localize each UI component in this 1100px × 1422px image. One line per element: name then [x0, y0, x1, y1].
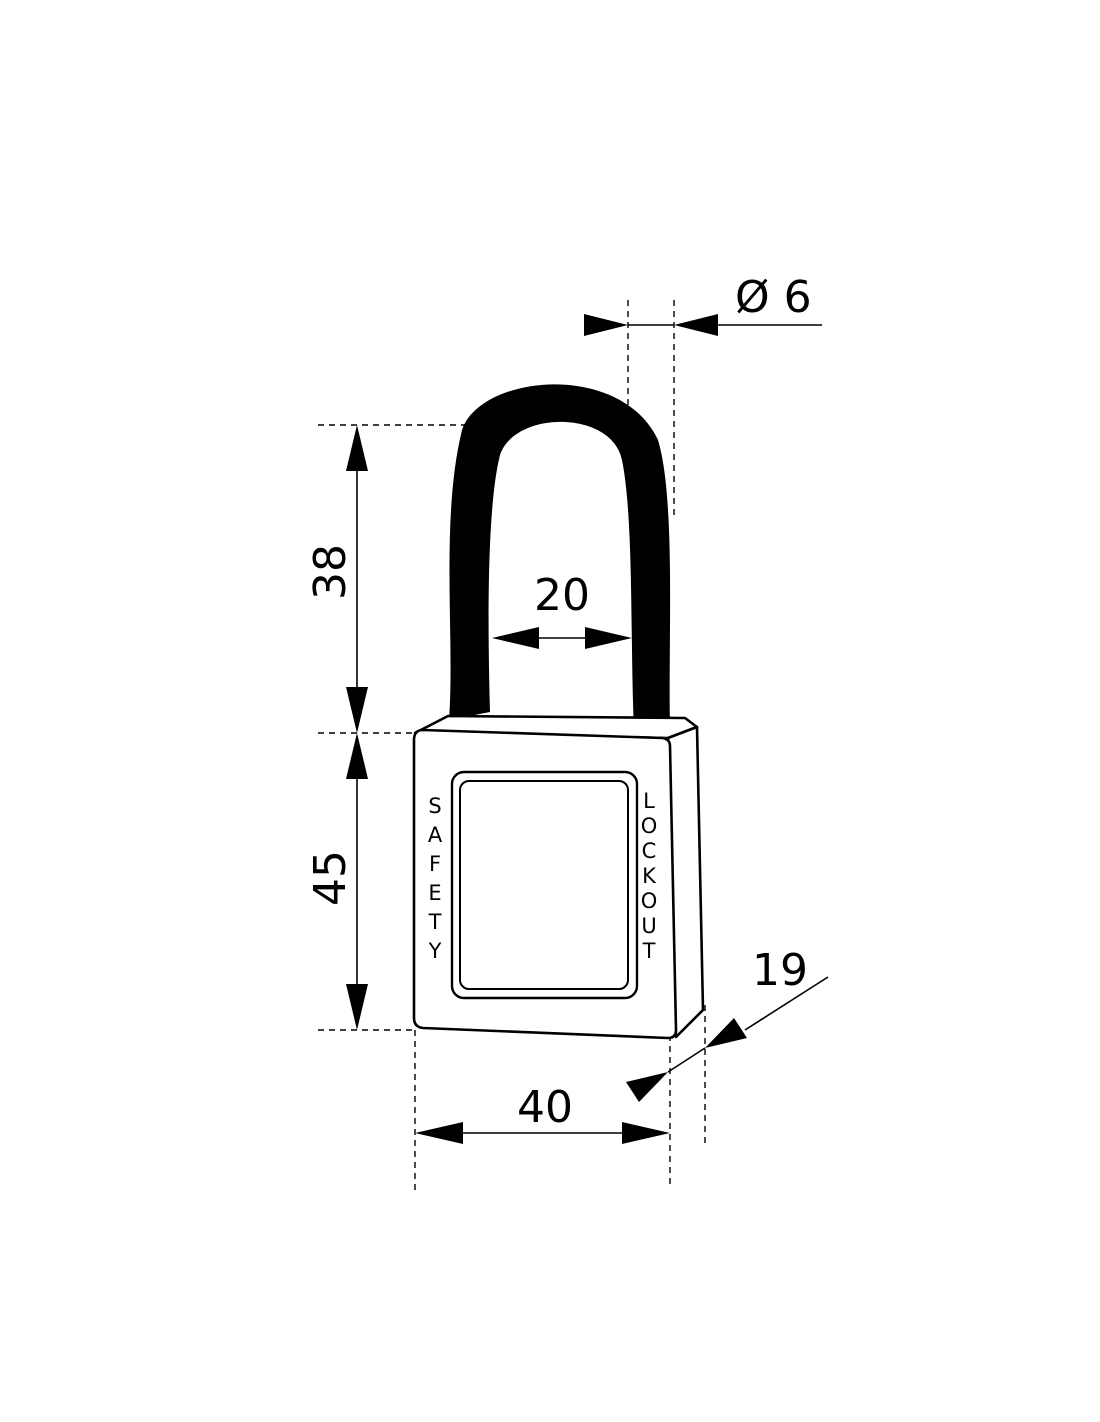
label-letter: Y — [428, 939, 442, 963]
dim-body-depth: 19 — [626, 945, 829, 1102]
arrow-down-icon — [346, 984, 368, 1030]
label-letter: F — [429, 852, 441, 876]
label-letter: E — [428, 881, 441, 905]
body-height-label: 45 — [305, 850, 356, 906]
dim-shackle-diameter: Ø 6 — [584, 272, 822, 336]
arrow-down-left-icon — [705, 1018, 747, 1048]
body-width-label: 40 — [517, 1082, 573, 1133]
dim-shackle-height: 38 — [305, 425, 368, 733]
arrow-left-icon — [492, 627, 539, 649]
label-letter: K — [642, 864, 657, 888]
dim-body-width: 40 — [415, 1082, 670, 1144]
dim-body-height: 45 — [305, 733, 368, 1030]
shackle-clearance-label: 20 — [534, 570, 590, 621]
extension-lines — [318, 300, 706, 1190]
arrow-up-icon — [346, 733, 368, 779]
label-letter: L — [643, 789, 655, 813]
label-letter: S — [428, 794, 441, 818]
dim-body-depth-leader — [744, 976, 829, 1031]
label-letter: A — [428, 823, 443, 847]
label-letter: C — [642, 839, 657, 863]
arrow-up-right-icon — [626, 1072, 668, 1102]
arrow-right-icon — [622, 1122, 670, 1144]
shackle-height-label: 38 — [305, 544, 356, 600]
arrow-up-icon — [346, 425, 368, 471]
label-letter: T — [428, 910, 442, 934]
label-window-inner — [459, 780, 629, 990]
arrow-right-icon — [585, 627, 632, 649]
body-depth-label: 19 — [752, 945, 808, 996]
arrow-left-icon — [674, 314, 718, 336]
arrow-left-icon — [415, 1122, 463, 1144]
label-letter: T — [642, 939, 656, 963]
shackle — [449, 384, 671, 730]
arrow-down-icon — [346, 687, 368, 733]
dim-shackle-clearance: 20 — [492, 570, 632, 649]
arrow-right-icon — [584, 314, 628, 336]
shackle-diameter-label: Ø 6 — [735, 272, 812, 323]
dim-body-depth-gap — [667, 1047, 706, 1073]
label-letter: O — [641, 889, 658, 913]
label-letter: O — [641, 814, 658, 838]
label-letter: U — [641, 914, 656, 938]
